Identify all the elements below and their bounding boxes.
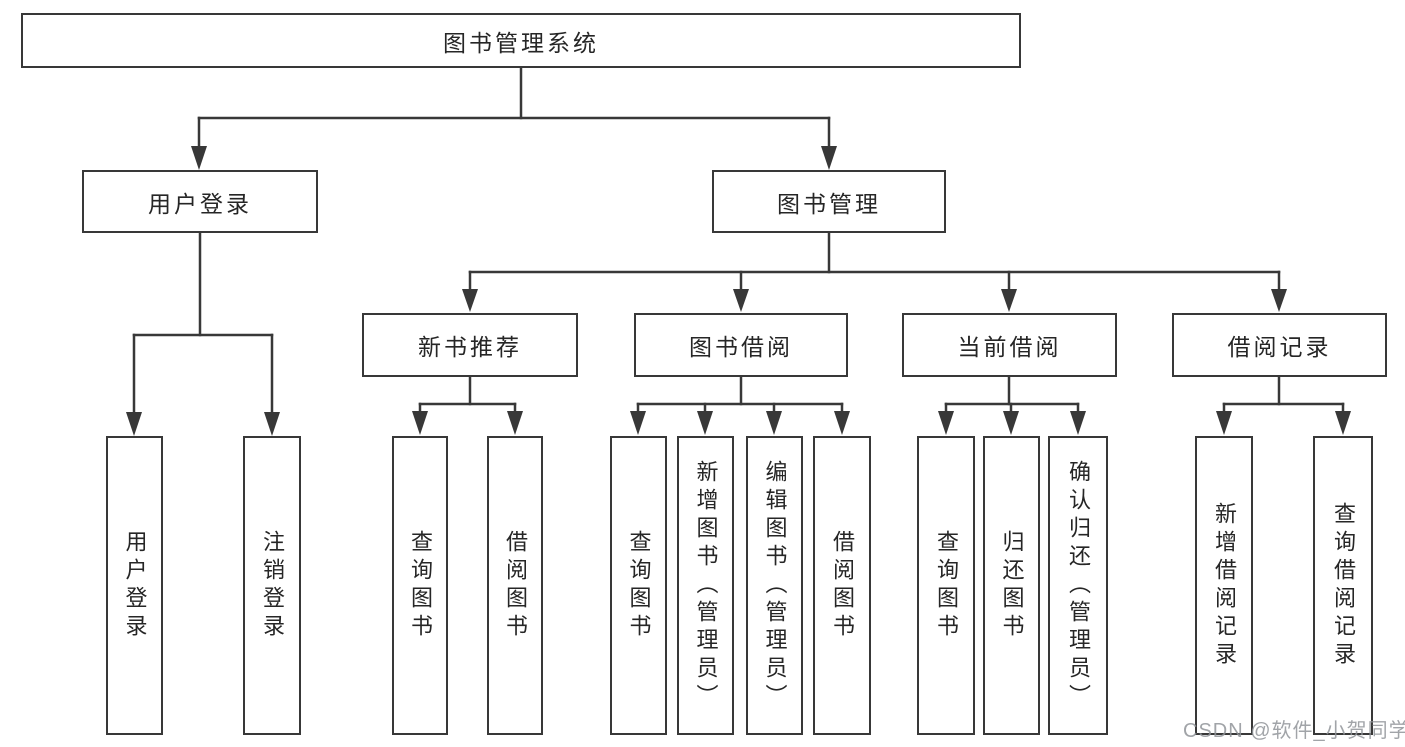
node-book-management: 图书管理: [712, 170, 946, 233]
node-label: 图书管理系统: [443, 29, 599, 56]
node-borrowing-records: 借阅记录: [1172, 313, 1387, 377]
leaf-user-login: 用户登录: [106, 436, 163, 735]
node-label: 归还图书: [999, 529, 1025, 642]
node-label: 编辑图书（管理员）: [762, 459, 788, 712]
node-label: 新增图书（管理员）: [693, 459, 719, 712]
node-label: 查询图书: [408, 529, 433, 642]
node-label: 查询图书: [934, 529, 959, 642]
node-label: 新增借阅记录: [1212, 501, 1237, 670]
node-label: 查询图书: [626, 529, 652, 642]
node-user-login: 用户登录: [82, 170, 318, 233]
node-label: 图书借阅: [689, 334, 793, 360]
node-label: 注销登录: [260, 529, 285, 642]
csdn-watermark: CSDN @软件_小贺同学: [1183, 720, 1405, 742]
leaf-query-books-current: 查询图书: [917, 436, 975, 735]
node-label: 用户登录: [148, 190, 252, 217]
leaf-return-books: 归还图书: [983, 436, 1040, 735]
node-new-book-recommend: 新书推荐: [362, 313, 578, 377]
leaf-add-borrow-record: 新增借阅记录: [1195, 436, 1253, 735]
node-label: 当前借阅: [957, 334, 1062, 360]
leaf-query-borrow-record: 查询借阅记录: [1313, 436, 1373, 735]
leaf-logout: 注销登录: [243, 436, 301, 735]
node-label: 图书管理: [777, 190, 881, 217]
leaf-borrow-books-recommend: 借阅图书: [487, 436, 543, 735]
leaf-add-book-admin: 新增图书（管理员）: [677, 436, 734, 735]
node-book-borrowing: 图书借阅: [634, 313, 848, 377]
leaf-query-books-recommend: 查询图书: [392, 436, 448, 735]
leaf-borrow-books: 借阅图书: [813, 436, 871, 735]
node-label: 确认归还（管理员）: [1066, 459, 1091, 712]
leaf-confirm-return-admin: 确认归还（管理员）: [1048, 436, 1108, 735]
node-label: 用户登录: [122, 529, 148, 642]
node-root-system: 图书管理系统: [21, 13, 1021, 68]
leaf-edit-book-admin: 编辑图书（管理员）: [746, 436, 803, 735]
leaf-query-books-borrowing: 查询图书: [610, 436, 667, 735]
node-label: 借阅图书: [503, 529, 528, 642]
node-current-borrowing: 当前借阅: [902, 313, 1117, 377]
node-label: 新书推荐: [418, 334, 522, 360]
node-label: 借阅图书: [830, 529, 855, 642]
node-label: 借阅记录: [1227, 334, 1332, 360]
node-label: 查询借阅记录: [1331, 501, 1356, 670]
